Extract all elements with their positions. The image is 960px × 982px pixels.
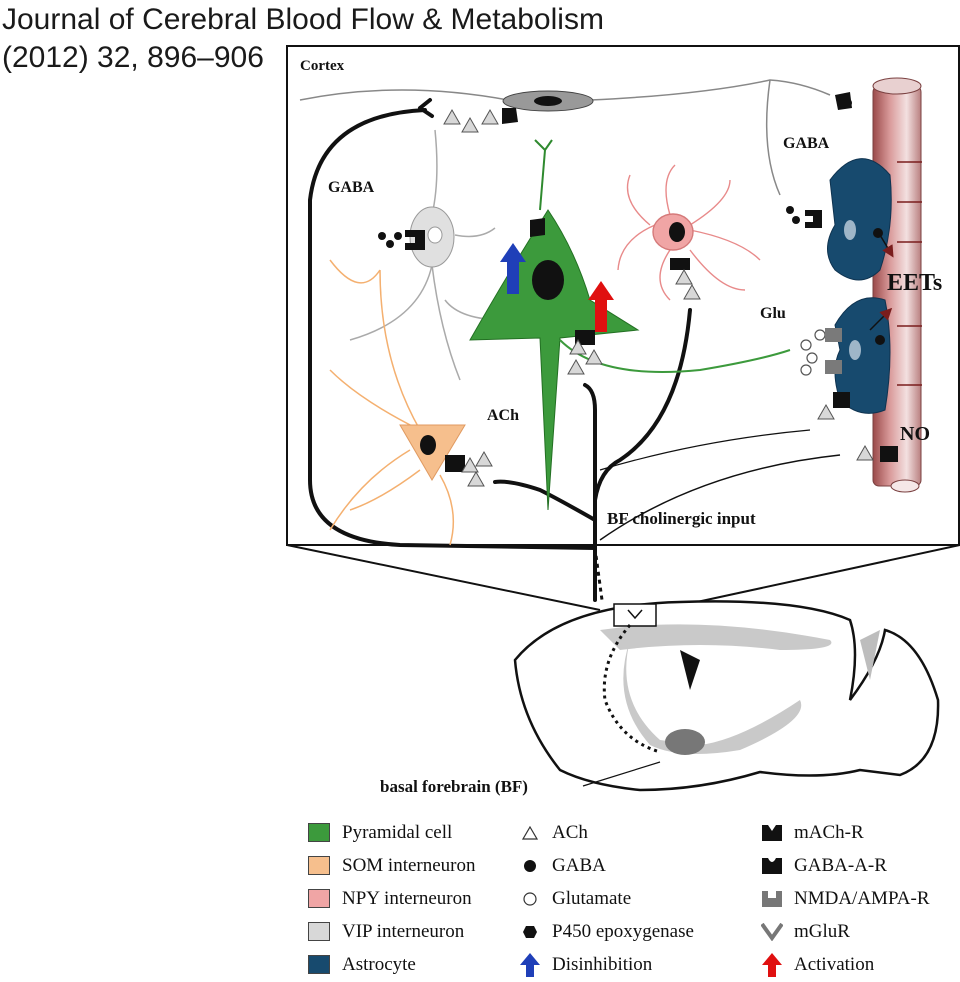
journal-volume: (2012) 32, 896–906 bbox=[2, 41, 264, 74]
legend-item-disinhibition: Disinhibition bbox=[518, 948, 694, 981]
open-triangle-icon bbox=[518, 825, 542, 840]
brain-sagittal bbox=[513, 600, 940, 792]
som-interneuron bbox=[329, 259, 466, 546]
vip-swatch bbox=[308, 922, 330, 941]
mglur-icon bbox=[760, 922, 784, 941]
label-glu: Glu bbox=[760, 305, 786, 322]
som-swatch bbox=[308, 856, 330, 875]
npy-swatch bbox=[308, 889, 330, 908]
label-no: NO bbox=[900, 423, 930, 445]
filled-circle-icon bbox=[518, 858, 542, 874]
glutamate-markers bbox=[800, 329, 826, 376]
label-eets: EETs bbox=[887, 270, 942, 296]
nmda-icon bbox=[760, 890, 784, 907]
legend-cells: Pyramidal cell SOM interneuron NPY inter… bbox=[308, 816, 476, 981]
label-bf-input: BF cholinergic input bbox=[607, 509, 756, 528]
gabaar-icon bbox=[760, 857, 784, 874]
legend-item-npy: NPY interneuron bbox=[308, 882, 476, 915]
legend-item-gabaar: GABA-A-R bbox=[760, 849, 930, 882]
legend-item-gaba: GABA bbox=[518, 849, 694, 882]
vip-neuron-top bbox=[299, 79, 831, 196]
legend-receptors: mACh-R GABA-A-R NMDA/AMPA-R mGluR Activa… bbox=[760, 816, 930, 981]
ach-triangle-markers bbox=[443, 108, 874, 487]
legend-item-glutamate: Glutamate bbox=[518, 882, 694, 915]
hexagon-icon bbox=[518, 924, 542, 940]
synapse-markers bbox=[378, 92, 898, 472]
zoom-funnel bbox=[286, 544, 960, 611]
pyramidal-swatch bbox=[308, 823, 330, 842]
legend-item-astrocyte: Astrocyte bbox=[308, 948, 476, 981]
legend-item-activation: Activation bbox=[760, 948, 930, 981]
disinhibition-arrow-icon bbox=[500, 243, 526, 294]
legend-item-som: SOM interneuron bbox=[308, 849, 476, 882]
cortex-panel bbox=[286, 45, 960, 546]
label-gaba-left: GABA bbox=[328, 179, 375, 196]
bf-cholinergic-axon bbox=[308, 98, 692, 602]
red-up-arrow-icon bbox=[760, 952, 784, 977]
legend-item-mglur: mGluR bbox=[760, 915, 930, 948]
nmda-markers bbox=[825, 328, 842, 374]
legend-item-machr: mACh-R bbox=[760, 816, 930, 849]
astrocytes bbox=[827, 158, 894, 414]
activation-arrow-icon bbox=[588, 281, 614, 332]
legend-item-vip: VIP interneuron bbox=[308, 915, 476, 948]
legend-item-nmda: NMDA/AMPA-R bbox=[760, 882, 930, 915]
npy-interneuron bbox=[617, 164, 761, 301]
legend-item-ach: ACh bbox=[518, 816, 694, 849]
label-gaba-right: GABA bbox=[783, 135, 830, 152]
journal-citation: Journal of Cerebral Blood Flow & Metabol… bbox=[2, 0, 604, 76]
machr-icon bbox=[760, 824, 784, 841]
journal-title: Journal of Cerebral Blood Flow & Metabol… bbox=[2, 3, 604, 36]
legend-molecules: ACh GABA Glutamate P450 epoxygenase Disi… bbox=[518, 816, 694, 981]
open-circle-icon bbox=[518, 891, 542, 907]
legend-item-pyramidal: Pyramidal cell bbox=[308, 816, 476, 849]
label-basal-forebrain: basal forebrain (BF) bbox=[380, 777, 528, 796]
label-ach: ACh bbox=[487, 407, 519, 424]
vip-interneuron bbox=[349, 129, 506, 381]
blue-up-arrow-icon bbox=[518, 952, 542, 977]
astrocyte-swatch bbox=[308, 955, 330, 974]
panel-title: Cortex bbox=[300, 58, 345, 74]
legend-item-p450: P450 epoxygenase bbox=[518, 915, 694, 948]
